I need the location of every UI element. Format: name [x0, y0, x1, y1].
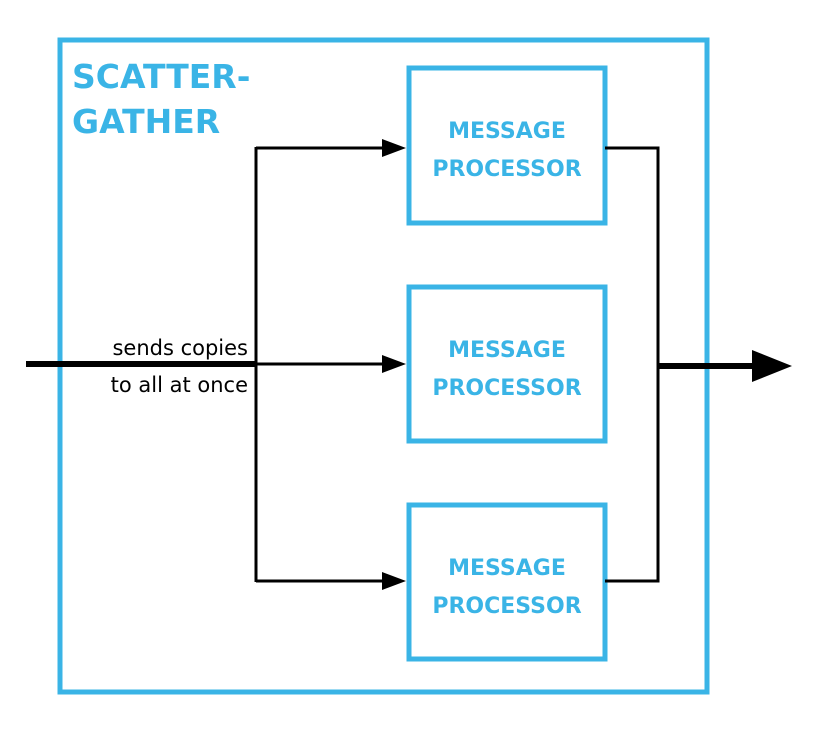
frame-title-line2: GATHER [72, 102, 220, 141]
input-note-line2: to all at once [111, 373, 248, 397]
processor-box [406, 284, 608, 444]
processor-label-line2: PROCESSOR [432, 594, 581, 619]
processor-label-line1: MESSAGE [448, 338, 566, 363]
processor-label-line1: MESSAGE [448, 556, 566, 581]
processor-box [406, 65, 608, 226]
output-arrowhead-icon [752, 350, 792, 382]
processor-label-line2: PROCESSOR [432, 376, 581, 401]
processor-label-line2: PROCESSOR [432, 157, 581, 182]
frame-title-line1: SCATTER- [72, 57, 250, 96]
input-note-line1: sends copies [112, 336, 248, 360]
processor-box [406, 502, 608, 662]
message-processor-2: MESSAGE PROCESSOR [406, 284, 608, 444]
arrowhead-icon [382, 355, 406, 373]
message-processor-3: MESSAGE PROCESSOR [406, 502, 608, 662]
arrowhead-icon [382, 572, 406, 590]
processor-label-line1: MESSAGE [448, 119, 566, 144]
arrowhead-icon [382, 139, 406, 157]
message-processor-1: MESSAGE PROCESSOR [406, 65, 608, 226]
